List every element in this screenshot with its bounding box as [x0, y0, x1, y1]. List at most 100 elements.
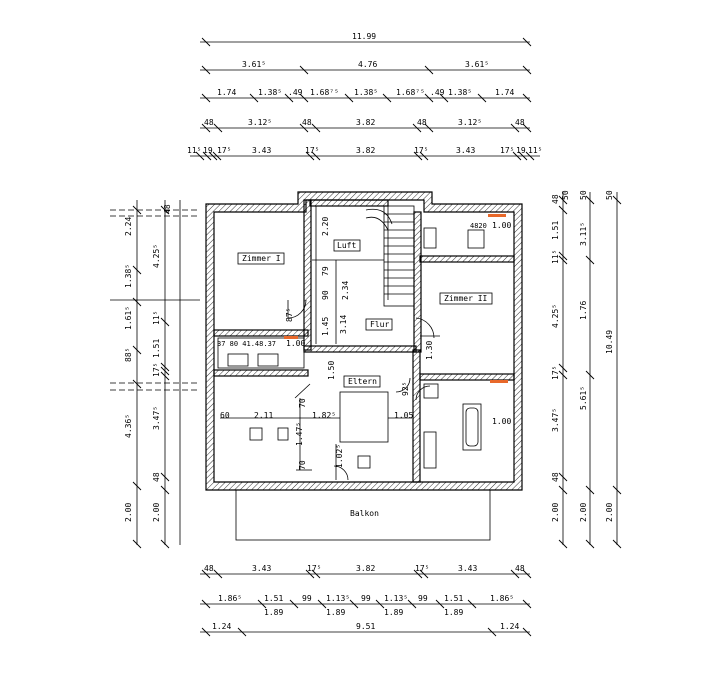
dim-text: 48	[204, 564, 214, 573]
dim-text: 99	[302, 594, 312, 603]
dim-text: 48	[551, 472, 560, 482]
dim-text: 48	[417, 118, 427, 127]
dim-text: 2.00	[124, 503, 133, 522]
dim-text: 11⁵	[528, 146, 542, 155]
dim-text: 1.38⁵	[258, 88, 282, 97]
dim-text: 3.43	[458, 564, 477, 573]
dim-text: .49	[430, 88, 445, 97]
dim-text: 1.86⁵	[218, 594, 242, 603]
balcony-outline	[235, 489, 491, 541]
dim-text: 3.43	[252, 146, 271, 155]
dim-text: 9.51	[356, 622, 375, 631]
dim-text: 1.89	[444, 608, 463, 617]
dim-text: 1.50	[327, 361, 336, 380]
dim-text: 1.00	[492, 221, 511, 230]
dim-text: 2.24	[124, 217, 133, 236]
dim-text: 1.61⁵	[124, 306, 133, 330]
dim-text: 60	[220, 411, 230, 420]
dim-text: 50	[579, 190, 588, 200]
dim-text: 2.11	[254, 411, 273, 420]
dim-text: 1.89	[384, 608, 403, 617]
dim-text: 2.20	[321, 217, 330, 236]
dim-text: 1.89	[326, 608, 345, 617]
dim-text: 17⁵	[500, 146, 514, 155]
dim-text: 17⁵	[551, 366, 560, 380]
dim-text: 2.00	[605, 503, 614, 522]
dim-text: 1.13⁵	[384, 594, 408, 603]
staircase	[365, 205, 415, 307]
dim-text: 3.82	[356, 564, 375, 573]
dim-text: 1.51	[551, 221, 560, 240]
dim-text: 1.74	[495, 88, 514, 97]
interior-dimension-labels: 2.20 79 90 2.34 1.45 3.14 87⁵ 1.00 37 80…	[217, 217, 511, 470]
dim-text: 1.24	[500, 622, 519, 631]
room-zimmer-2: Zimmer II	[444, 294, 488, 303]
dim-text: 1.86⁵	[490, 594, 514, 603]
dim-text: 48	[551, 194, 560, 204]
dim-top-11-99: 11.99	[352, 32, 376, 41]
dim-text: 10.49	[605, 330, 614, 354]
chimney-marker	[488, 214, 506, 217]
room-labels: Zimmer I Zimmer II Luft Flur Eltern Balk…	[237, 239, 493, 518]
dim-text: 3.47⁵	[152, 406, 161, 430]
dim-text: 1.51	[444, 594, 463, 603]
chimney-marker	[490, 380, 508, 383]
dim-text: 3.11⁵	[579, 222, 588, 246]
dim-text: 70	[298, 460, 307, 470]
dim-text: 50	[605, 190, 614, 200]
dim-text: 19	[516, 146, 526, 155]
dim-text: 3.82	[356, 146, 375, 155]
dim-text: 1.05	[394, 411, 413, 420]
dim-text: 1.45	[321, 317, 330, 336]
dim-text: 5.61⁵	[579, 386, 588, 410]
top-dimension-labels: 11.99 3.61⁵ 4.76 3.61⁵ 1.74 1.38⁵ .49 1.…	[187, 32, 542, 155]
dim-text: 3.82	[356, 118, 375, 127]
chimney-marker	[284, 336, 298, 339]
dim-text: 1.02⁵	[335, 444, 344, 468]
dim-text: 4.25⁵	[551, 304, 560, 328]
dim-text: 1.38⁵	[124, 264, 133, 288]
dim-text: 92⁵	[401, 382, 410, 396]
dim-text: 1.00	[286, 339, 305, 348]
dim-text: 3.12⁵	[458, 118, 482, 127]
top-dimension-chain	[190, 37, 540, 161]
dim-text: 11⁵	[152, 311, 161, 325]
dim-text: 99	[361, 594, 371, 603]
dim-text: 1.13⁵	[326, 594, 350, 603]
dim-text: 48	[204, 118, 214, 127]
dim-top-3-61-left: 3.61⁵	[242, 60, 266, 69]
room-zimmer-1: Zimmer I	[242, 254, 281, 263]
door-swings	[287, 299, 435, 481]
dim-text: 17⁵	[152, 363, 161, 377]
room-eltern: Eltern	[348, 377, 377, 386]
room-balkon: Balkon	[350, 509, 379, 518]
dim-text: .49	[288, 88, 303, 97]
bottom-dimension-chain: 48 3.43 17⁵ 3.82 17⁵ 3.43 48 1.86⁵ 1.51 …	[200, 564, 532, 637]
dim-text: 48	[152, 472, 161, 482]
dim-text: 48	[302, 118, 312, 127]
dim-text: 1.38⁵	[354, 88, 378, 97]
dim-text: 4.25⁵	[152, 244, 161, 268]
dim-text: 17⁵	[415, 564, 429, 573]
dim-text: 48	[515, 564, 525, 573]
dim-text: 1.47⁵	[295, 422, 304, 446]
dim-text: 1.24	[212, 622, 231, 631]
dim-text: 1.76	[579, 301, 588, 320]
dim-text: 11⁵	[551, 250, 560, 264]
dim-text: 1.38⁵	[448, 88, 472, 97]
dim-text: 3.12⁵	[248, 118, 272, 127]
dim-text: 3.47⁵	[551, 408, 560, 432]
dim-text: 2.00	[551, 503, 560, 522]
dim-text: 1.74	[217, 88, 236, 97]
dim-text: 3.43	[456, 146, 475, 155]
dim-text: 3.43	[252, 564, 271, 573]
dim-text: 79	[321, 266, 330, 276]
dim-text: 17⁵	[305, 146, 319, 155]
dim-text: 17⁵	[307, 564, 321, 573]
dim-text: 1.51	[264, 594, 283, 603]
dim-text: 1.68⁷⁵	[396, 88, 425, 97]
building-outline	[205, 191, 523, 491]
dim-text: 50	[561, 190, 570, 200]
dim-text: 1.82⁵	[312, 411, 336, 420]
